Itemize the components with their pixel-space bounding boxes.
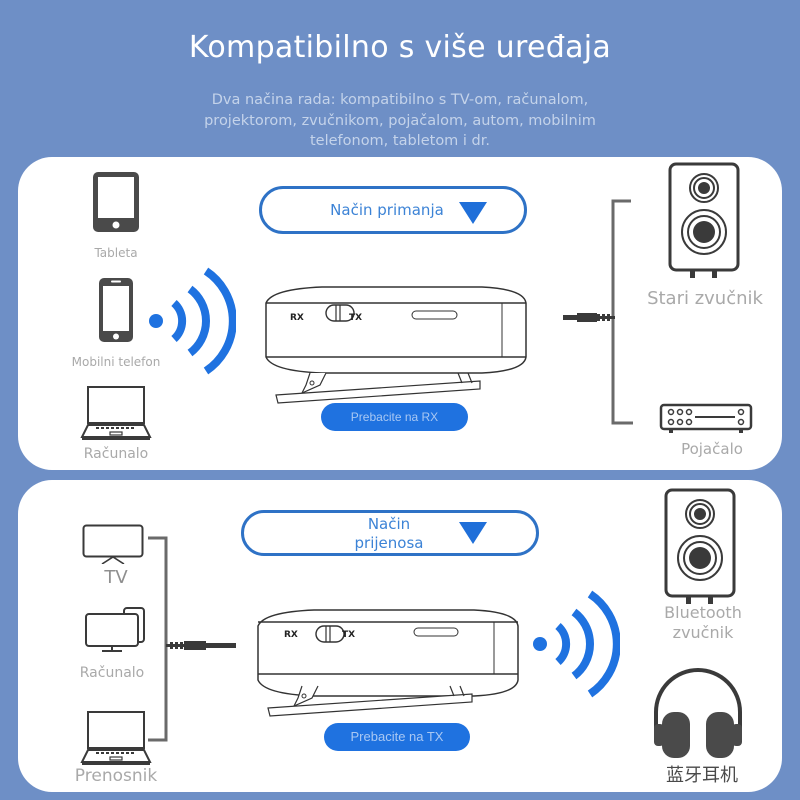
receive-mode-panel: Tableta Mobilni telefon Računalo N — [18, 157, 782, 470]
tv-icon — [82, 524, 144, 564]
source-label-computer: Računalo — [79, 665, 145, 681]
wireless-signal-icon — [146, 265, 236, 383]
wireless-signal-icon — [530, 588, 620, 706]
chevron-down-icon — [459, 202, 487, 224]
bluetooth-adapter-device — [262, 285, 528, 407]
switch-label-tx: TX — [342, 630, 356, 640]
source-label-laptop: Prenosnik — [74, 766, 158, 786]
audio-cable-splitter — [563, 197, 673, 437]
receive-mode-dropdown[interactable]: Način primanja — [259, 186, 527, 234]
speaker-icon — [668, 162, 740, 282]
page-subtitle: Dva načina rada: kompatibilno s TV-om, r… — [150, 90, 650, 152]
amplifier-icon — [659, 403, 753, 435]
subtitle-line: Dva načina rada: kompatibilno s TV-om, r… — [211, 92, 589, 108]
output-label-amplifier: Pojačalo — [681, 440, 743, 458]
switch-to-tx-button[interactable]: Prebacite na TX — [324, 723, 470, 751]
switch-to-rx-button[interactable]: Prebacite na RX — [321, 403, 468, 431]
speaker-icon — [664, 488, 736, 608]
output-label-old-speaker: Stari zvučnik — [647, 288, 763, 309]
page-title: Kompatibilno s više uređaja — [188, 30, 612, 65]
transmit-mode-panel: TV Računalo Prenosnik — [18, 480, 782, 792]
transmit-mode-label-line2: prijenosa — [354, 534, 424, 552]
source-label-computer: Računalo — [83, 446, 149, 462]
audio-cable-splitter — [146, 534, 246, 744]
laptop-icon — [80, 385, 152, 441]
receive-mode-label: Način primanja — [330, 201, 444, 219]
output-label-line1: Bluetooth — [664, 603, 742, 622]
source-label-tablet: Tableta — [94, 246, 138, 260]
headphones-icon — [650, 664, 746, 760]
transmit-mode-label-line1: Način — [367, 515, 411, 533]
switch-label-rx: RX — [284, 630, 298, 640]
transmit-mode-label: Način prijenosa — [334, 515, 444, 553]
tablet-icon — [92, 171, 140, 233]
chevron-down-icon — [459, 522, 487, 544]
source-label-tv: TV — [104, 567, 128, 588]
laptop-icon — [80, 710, 152, 766]
output-label-bluetooth-headphones: 蓝牙耳机 — [666, 765, 738, 786]
output-label-line2: zvučnik — [672, 623, 734, 642]
smartphone-icon — [98, 277, 134, 343]
subtitle-line: projektorom, zvučnikom, pojačalom, autom… — [204, 112, 596, 129]
switch-label-rx: RX — [290, 313, 304, 323]
desktop-icon — [84, 606, 146, 652]
subtitle-line: telefonom, tabletom i dr. — [309, 133, 491, 149]
output-label-bluetooth-speaker: Bluetooth zvučnik — [648, 603, 758, 643]
switch-label-tx: TX — [349, 313, 363, 323]
transmit-mode-dropdown[interactable]: Način prijenosa — [241, 510, 539, 556]
bluetooth-adapter-device — [254, 608, 520, 730]
source-label-phone: Mobilni telefon — [71, 355, 161, 369]
